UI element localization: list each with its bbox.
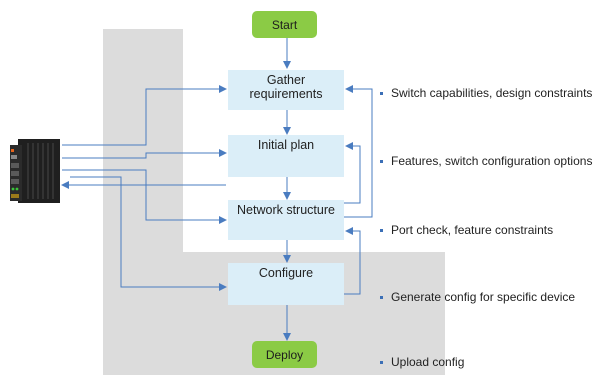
deploy-terminal: Deploy: [252, 341, 317, 368]
initial-plan-label: Initial plan: [257, 138, 315, 152]
note-upload-config: Upload config: [391, 355, 465, 369]
left-shaded-column: [103, 29, 183, 375]
start-terminal: Start: [252, 11, 317, 38]
feedback-network-to-initial: [344, 142, 361, 204]
gather-requirements-label: Gather requirements: [249, 73, 323, 101]
note-bullet: [380, 296, 383, 299]
configure-label: Configure: [258, 266, 314, 280]
configure-box: Configure: [228, 263, 344, 305]
note-bullet: [380, 361, 383, 364]
arrow-device-to-configure: [70, 176, 227, 291]
note-generate-config: Generate config for specific device: [391, 290, 576, 304]
note-features-options: Features, switch configuration options: [391, 154, 593, 168]
feedback-configure-to-network: [344, 227, 361, 295]
arrow-device-to-gather: [62, 85, 227, 146]
industrial-switch-device-icon: [10, 139, 60, 203]
network-structure-label: Network structure: [237, 203, 335, 217]
note-switch-capabilities: Switch capabilities, design constraints: [391, 86, 593, 100]
feedback-network-to-gather: [344, 85, 373, 218]
note-bullet: [380, 92, 383, 95]
note-port-check: Port check, feature constraints: [391, 223, 554, 237]
network-structure-box: Network structure: [228, 200, 344, 240]
deploy-label: Deploy: [265, 347, 304, 362]
initial-plan-box: Initial plan: [228, 135, 344, 177]
arrow-device-to-initial: [62, 149, 227, 159]
note-bullet: [380, 160, 383, 163]
arrow-device-to-network: [62, 169, 227, 224]
start-label: Start: [271, 17, 298, 32]
note-bullet: [380, 229, 383, 232]
gather-requirements-box: Gather requirements: [228, 70, 344, 110]
